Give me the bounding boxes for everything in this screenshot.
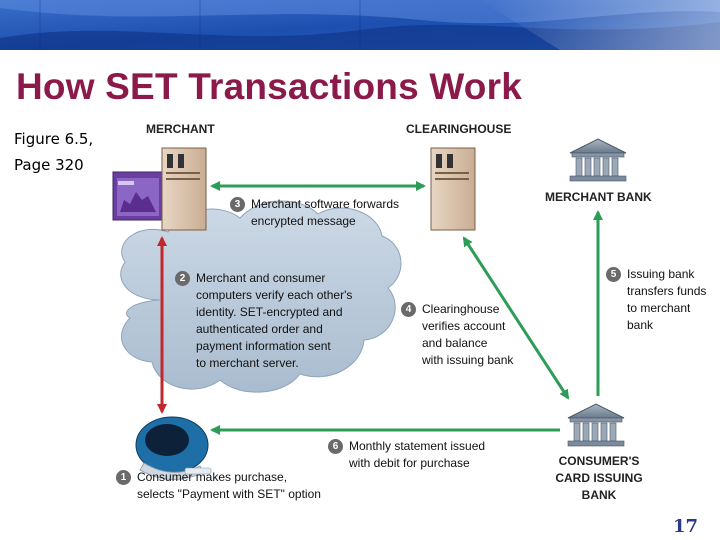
clearinghouse-label: CLEARINGHOUSE	[406, 122, 512, 136]
figure-ref-line2: Page 320	[14, 156, 84, 174]
consumer-bank-icon	[567, 403, 625, 447]
step-5: 5 Issuing bank transfers funds to mercha…	[606, 266, 716, 338]
merchant-server-icon	[161, 147, 207, 231]
figure-ref-line1: Figure 6.5,	[14, 130, 94, 148]
step-text: Monthly statement issued with debit for …	[349, 439, 486, 470]
step-6: 6 Monthly statement issued with debit fo…	[328, 438, 528, 478]
consumer-bank-label: CONSUMER'S CARD ISSUING BANK	[555, 454, 643, 502]
step-number: 3	[230, 197, 245, 212]
step-1: 1 Consumer makes purchase, selects "Paym…	[116, 469, 376, 509]
page-title: How SET Transactions Work	[16, 66, 522, 107]
page-number: 17	[672, 516, 698, 537]
step-text: Issuing bank transfers funds to merchant…	[627, 267, 707, 332]
step-4: 4 Clearinghouse verifies account and bal…	[401, 301, 531, 373]
merchant-bank-icon	[569, 138, 627, 182]
step-number: 6	[328, 439, 343, 454]
step-text: Clearinghouse verifies account and balan…	[422, 302, 514, 367]
step-number: 5	[606, 267, 621, 282]
step-text: Merchant and consumer computers verify e…	[196, 271, 353, 370]
step-text: Consumer makes purchase, selects "Paymen…	[137, 470, 321, 501]
step-text: Merchant software forwards encrypted mes…	[251, 197, 400, 228]
network-cloud	[120, 200, 402, 393]
merchant-label: MERCHANT	[146, 122, 215, 136]
merchant-bank-label: MERCHANT BANK	[545, 190, 652, 204]
figure-reference: Figure 6.5, Page 320	[14, 126, 93, 178]
step-number: 1	[116, 470, 131, 485]
consumer-computer-icon	[135, 416, 212, 480]
step-number: 2	[175, 271, 190, 286]
clearinghouse-server-icon	[430, 147, 476, 231]
step-3: 3 Merchant software forwards encrypted m…	[230, 196, 430, 236]
step-2: 2 Merchant and consumer computers verify…	[175, 270, 390, 375]
step-number: 4	[401, 302, 416, 317]
merchant-monitor-icon	[112, 171, 164, 221]
arrow-clearinghouse-consumer-bank	[462, 236, 570, 400]
header-banner	[0, 0, 720, 50]
